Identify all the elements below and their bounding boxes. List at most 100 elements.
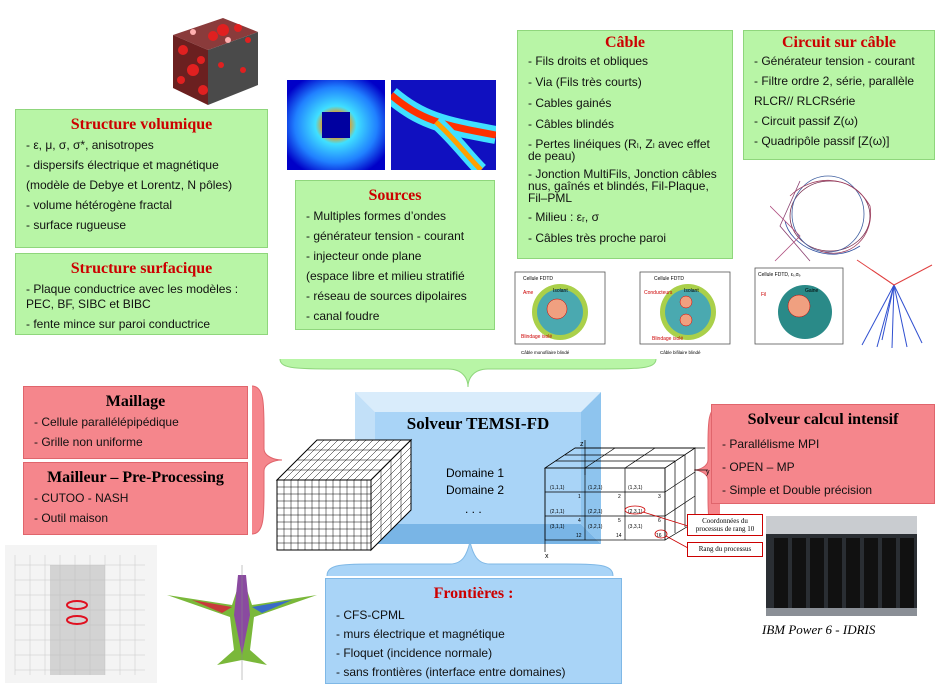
circuit-title: Circuit sur câble [781, 34, 897, 51]
list-item: - injecteur onde plane [306, 249, 422, 263]
list-item: - Quadripôle passif [Z(ω)] [754, 134, 890, 148]
list-item: - générateur tension - courant [306, 229, 465, 243]
maillage-panel: Maillage - Cellule parallélépipédique - … [23, 386, 248, 459]
structure-volumique-panel: Structure volumique - ε, μ, σ, σ*, aniso… [15, 109, 268, 248]
grid-cell-label: (2,1,1) [550, 509, 565, 515]
list-item: - dispersifs électrique et magnétique [26, 158, 219, 172]
list-item: - Plaque conductrice avec les modèles : … [26, 282, 239, 311]
list-item: - Câbles très proche paroi [528, 231, 667, 245]
rank-label: 6 [658, 518, 661, 524]
list-item: RLCR// RLCRsérie [754, 94, 856, 108]
list-item: (espace libre et milieu stratifié [306, 269, 465, 283]
list-item: - Parallélisme MPI [722, 437, 820, 451]
list-item: - fente mince sur paroi conductrice [26, 317, 211, 331]
cell-label: Fil [761, 292, 766, 298]
mailleur-title: Mailleur – Pre-Processing [47, 469, 224, 486]
list-item: - sans frontières (interface entre domai… [336, 665, 566, 679]
list-item: - réseau de sources dipolaires [306, 289, 467, 303]
cell-label: Ame [523, 290, 534, 296]
field-map-branch-image [391, 80, 496, 170]
list-item: - Milieu : εᵣ, σ [528, 210, 599, 224]
mailleur-panel: Mailleur – Pre-Processing - CUTOO - NASH… [23, 462, 248, 535]
axis-x-label: x [545, 553, 549, 560]
structure-surfacique-panel: Structure surfacique - Plaque conductric… [15, 253, 268, 335]
list-item: - Floquet (incidence normale) [336, 646, 493, 660]
cell-label: Isolant [553, 288, 568, 294]
list-item: - murs électrique et magnétique [336, 627, 505, 641]
list-item: - CUTOO - NASH [34, 491, 129, 505]
mesh-render-image [5, 545, 157, 683]
cable-title: Câble [605, 34, 645, 51]
list-item: - Filtre ordre 2, série, parallèle [754, 74, 915, 88]
list-item: - Multiples formes d’ondes [306, 209, 447, 223]
list-item: - Cellule parallélépipédique [34, 415, 179, 429]
domain-2: Domaine 2 [446, 483, 505, 497]
grid-cell-label: (1,1,1) [550, 485, 565, 491]
cell-caption: Câble monofilaire blindé [521, 350, 570, 355]
axis-y-label: y [706, 469, 710, 476]
cable-cell-3: Cellule FDTD, εᵣ,σₑ Fil Gaine [754, 267, 844, 345]
rank-label: 4 [578, 518, 581, 524]
maillage-title: Maillage [105, 393, 166, 410]
list-item: - Via (Fils très courts) [528, 75, 642, 89]
list-item: - OPEN – MP [722, 460, 795, 474]
grid-cell-label: (3,2,1) [588, 524, 603, 530]
list-item: - Câbles blindés [528, 117, 615, 131]
domain-1: Domaine 1 [446, 466, 505, 480]
rank-label: 3 [658, 494, 661, 500]
brace-top [279, 358, 657, 388]
field-map-square-image [287, 80, 385, 170]
wire-bundle-image [770, 175, 872, 262]
list-item: - volume hétérogène fractal [26, 198, 173, 212]
domain-ellipsis: . . . [465, 502, 482, 516]
coords-label-box: Coordonnées du processus de rang 10 [687, 514, 763, 536]
cell-label: Conducteurs [644, 290, 673, 296]
list-item: (modèle de Debye et Lorentz, N pôles) [26, 178, 233, 192]
brace-left [251, 385, 283, 535]
solveur-intensif-panel: Solveur calcul intensif - Parallélisme M… [711, 404, 935, 504]
list-item: - Pertes linéiques (Rₗ, Zₗ avec effet de… [528, 137, 710, 163]
sources-title: Sources [368, 187, 422, 204]
cell-header: Cellule FDTD, εᵣ,σₑ [758, 272, 801, 278]
aircraft-model-image [167, 565, 317, 680]
cell-label: Gaine [805, 288, 819, 294]
cell-label: Blindage isolé [652, 336, 683, 342]
list-item: - Cables gainés [528, 96, 612, 110]
list-item: - Simple et Double précision [722, 483, 873, 497]
list-item: - CFS-CPML [336, 608, 405, 622]
process-grid-diagram: z y x (1,1,1) (1,2,1) (1,3,1) (2,1,1) (2… [543, 440, 710, 560]
volumetric-cube-image [173, 18, 258, 105]
structure-volumique-title: Structure volumique [70, 116, 213, 133]
frontieres-panel: Frontières : - CFS-CPML - murs électriqu… [325, 578, 622, 684]
list-item: - surface rugueuse [26, 218, 127, 232]
grid-cell-label: (3,1,1) [550, 524, 565, 530]
antenna-pattern-image [856, 259, 933, 349]
cell-label: Blindage isolé [521, 334, 552, 340]
mesh-grid-image [275, 438, 413, 552]
cable-cell-1: Cellule FDTD Ame Isolant Blindage isolé … [514, 271, 606, 355]
rank-label: 14 [616, 533, 622, 539]
cell-caption: Câble bifilaire blindé [660, 350, 701, 355]
server-racks-image [766, 516, 917, 616]
list-item: - Jonction MultiFils, Jonction câbles nu… [528, 167, 717, 205]
grid-cell-label: (1,2,1) [588, 485, 603, 491]
rank-label: 16 [656, 533, 662, 539]
axis-z-label: z [580, 441, 584, 448]
ibm-caption: IBM Power 6 - IDRIS [762, 622, 876, 637]
grid-cell-label: (2,3,1) [628, 509, 643, 515]
coords-label: Coordonnées du processus de rang 10 [695, 517, 755, 533]
solveur-title: Solveur TEMSI-FD [406, 414, 550, 433]
cell-header: Cellule FDTD [654, 276, 684, 282]
list-item: - Générateur tension - courant [754, 54, 915, 68]
rank-label: 2 [618, 494, 621, 500]
list-item: - Outil maison [34, 511, 109, 525]
frontieres-title: Frontières : [433, 585, 514, 602]
list-item: - ε, μ, σ, σ*, anisotropes [26, 138, 154, 152]
structure-surfacique-title: Structure surfacique [70, 260, 213, 277]
rank-label: 5 [618, 518, 621, 524]
rank-label: 12 [576, 533, 582, 539]
solveur-intensif-title: Solveur calcul intensif [747, 411, 899, 428]
sources-panel: Sources - Multiples formes d’ondes - gén… [295, 180, 495, 330]
grid-cell-label: (2,2,1) [588, 509, 603, 515]
list-item: - canal foudre [306, 309, 380, 323]
